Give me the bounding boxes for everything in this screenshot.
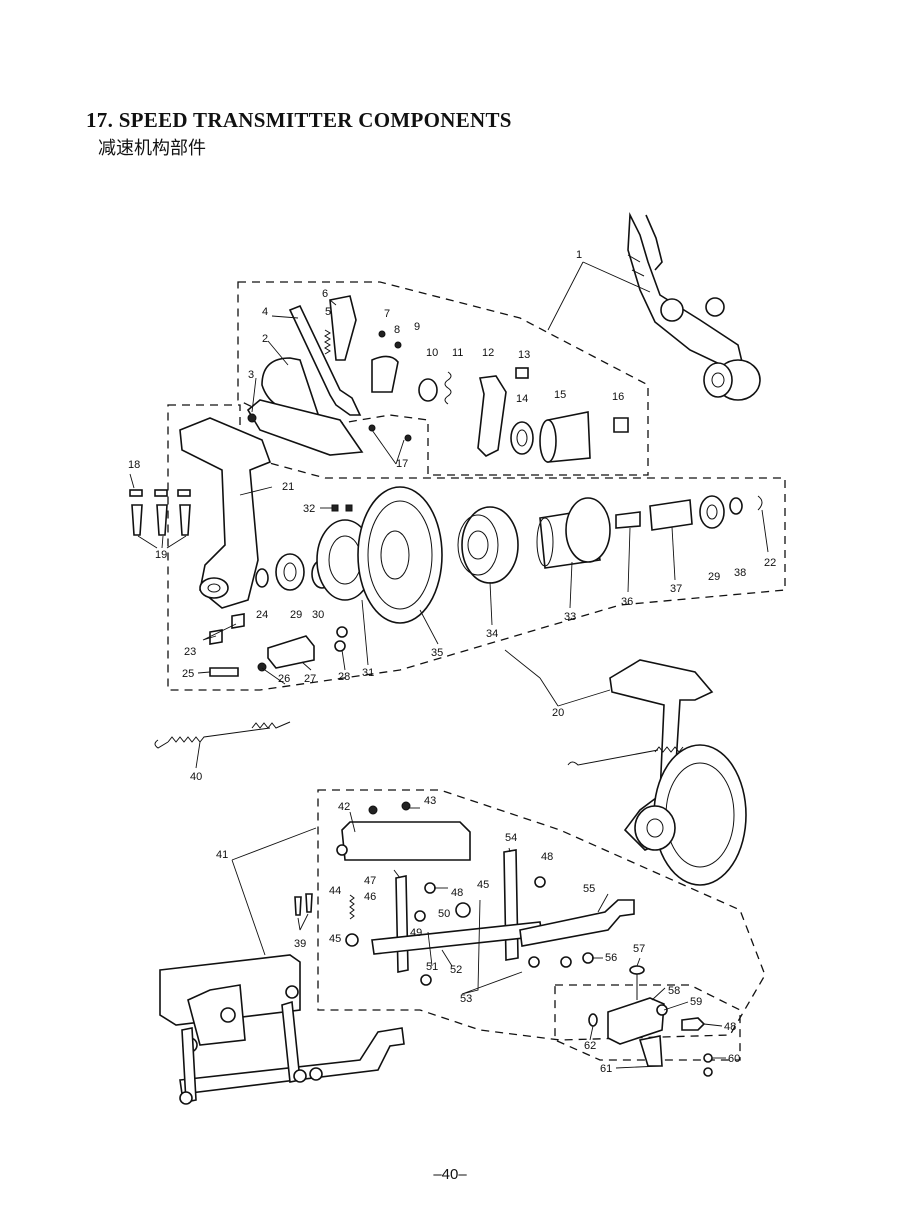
callout-labels: 1 2 3 4 5 6 7 8 9 10 11 12 13 14 15 16 1…: [128, 249, 776, 1075]
callout-47: 47: [364, 875, 376, 887]
pulley-shaft-parts: [129, 417, 763, 677]
callout-23: 23: [184, 646, 196, 658]
callout-55: 55: [583, 883, 595, 895]
callout-21: 21: [282, 481, 294, 493]
group-outline-bracket-right: [554, 984, 741, 1061]
callout-62: 62: [584, 1040, 596, 1052]
callout-52: 52: [450, 964, 462, 976]
callout-59: 59: [690, 996, 702, 1008]
callout-7: 7: [384, 308, 390, 320]
callout-30: 30: [312, 609, 324, 621]
callout-2: 2: [262, 333, 268, 345]
callout-61: 61: [600, 1063, 612, 1075]
callout-45a: 45: [477, 879, 489, 891]
callout-24: 24: [256, 609, 268, 621]
assembled-lower-unit: [159, 954, 405, 1105]
callout-43: 43: [424, 795, 436, 807]
page-subtitle: 减速机构部件: [98, 138, 206, 159]
callout-33: 33: [564, 611, 576, 623]
callout-4: 4: [262, 306, 268, 318]
callout-17: 17: [396, 458, 408, 470]
group-outline-upper-bracket: [237, 281, 649, 476]
callout-39: 39: [294, 938, 306, 950]
callout-15: 15: [554, 389, 566, 401]
callout-38: 38: [734, 567, 746, 579]
callout-19: 19: [155, 549, 167, 561]
callout-6: 6: [322, 288, 328, 300]
spring-40: [154, 721, 291, 749]
callout-3: 3: [248, 369, 254, 381]
callout-12: 12: [482, 347, 494, 359]
callout-25: 25: [182, 668, 194, 680]
callout-34: 34: [486, 628, 498, 640]
callout-29: 29: [290, 609, 302, 621]
callout-54: 54: [505, 832, 517, 844]
callout-8: 8: [394, 324, 400, 336]
callout-42: 42: [338, 801, 350, 813]
callout-28: 28: [338, 671, 350, 683]
callout-44: 44: [329, 885, 341, 897]
callout-11: 11: [452, 347, 463, 359]
callout-45b: 45: [329, 933, 341, 945]
callout-50: 50: [438, 908, 450, 920]
callout-53: 53: [460, 993, 472, 1005]
callout-22: 22: [764, 557, 776, 569]
callout-37: 37: [670, 583, 682, 595]
callout-10: 10: [426, 347, 438, 359]
page-number: –40–: [433, 1166, 467, 1183]
callout-58: 58: [668, 985, 680, 997]
callout-16: 16: [612, 391, 624, 403]
callout-46: 46: [364, 891, 376, 903]
callout-48a: 48: [451, 887, 463, 899]
callout-18: 18: [128, 459, 140, 471]
callout-56: 56: [605, 952, 617, 964]
callout-5: 5: [325, 306, 331, 318]
callout-31: 31: [362, 667, 374, 679]
callout-48c: 48: [724, 1021, 736, 1033]
callout-9: 9: [414, 321, 420, 333]
callout-36: 36: [621, 596, 633, 608]
callout-26: 26: [278, 673, 290, 685]
assembled-hanger-unit: [567, 659, 747, 886]
callout-14: 14: [516, 393, 528, 405]
callout-60: 60: [728, 1053, 740, 1065]
leader-lines: [129, 261, 769, 1069]
callout-41: 41: [216, 849, 228, 861]
callout-32: 32: [303, 503, 315, 515]
upper-bracket-parts: [246, 295, 629, 463]
callout-29b: 29: [708, 571, 720, 583]
page-title: 17. SPEED TRANSMITTER COMPONENTS: [86, 108, 512, 132]
callout-40: 40: [190, 771, 202, 783]
callout-1: 1: [576, 249, 582, 261]
callout-57: 57: [633, 943, 645, 955]
callout-20: 20: [552, 707, 564, 719]
callout-51: 51: [426, 961, 438, 973]
lower-linkage-parts: [294, 801, 713, 1077]
callout-49: 49: [410, 927, 422, 939]
callout-27: 27: [304, 673, 316, 685]
callout-48b: 48: [541, 851, 553, 863]
callout-35: 35: [431, 647, 443, 659]
assembled-lever-unit: [627, 211, 761, 401]
callout-13: 13: [518, 349, 530, 361]
